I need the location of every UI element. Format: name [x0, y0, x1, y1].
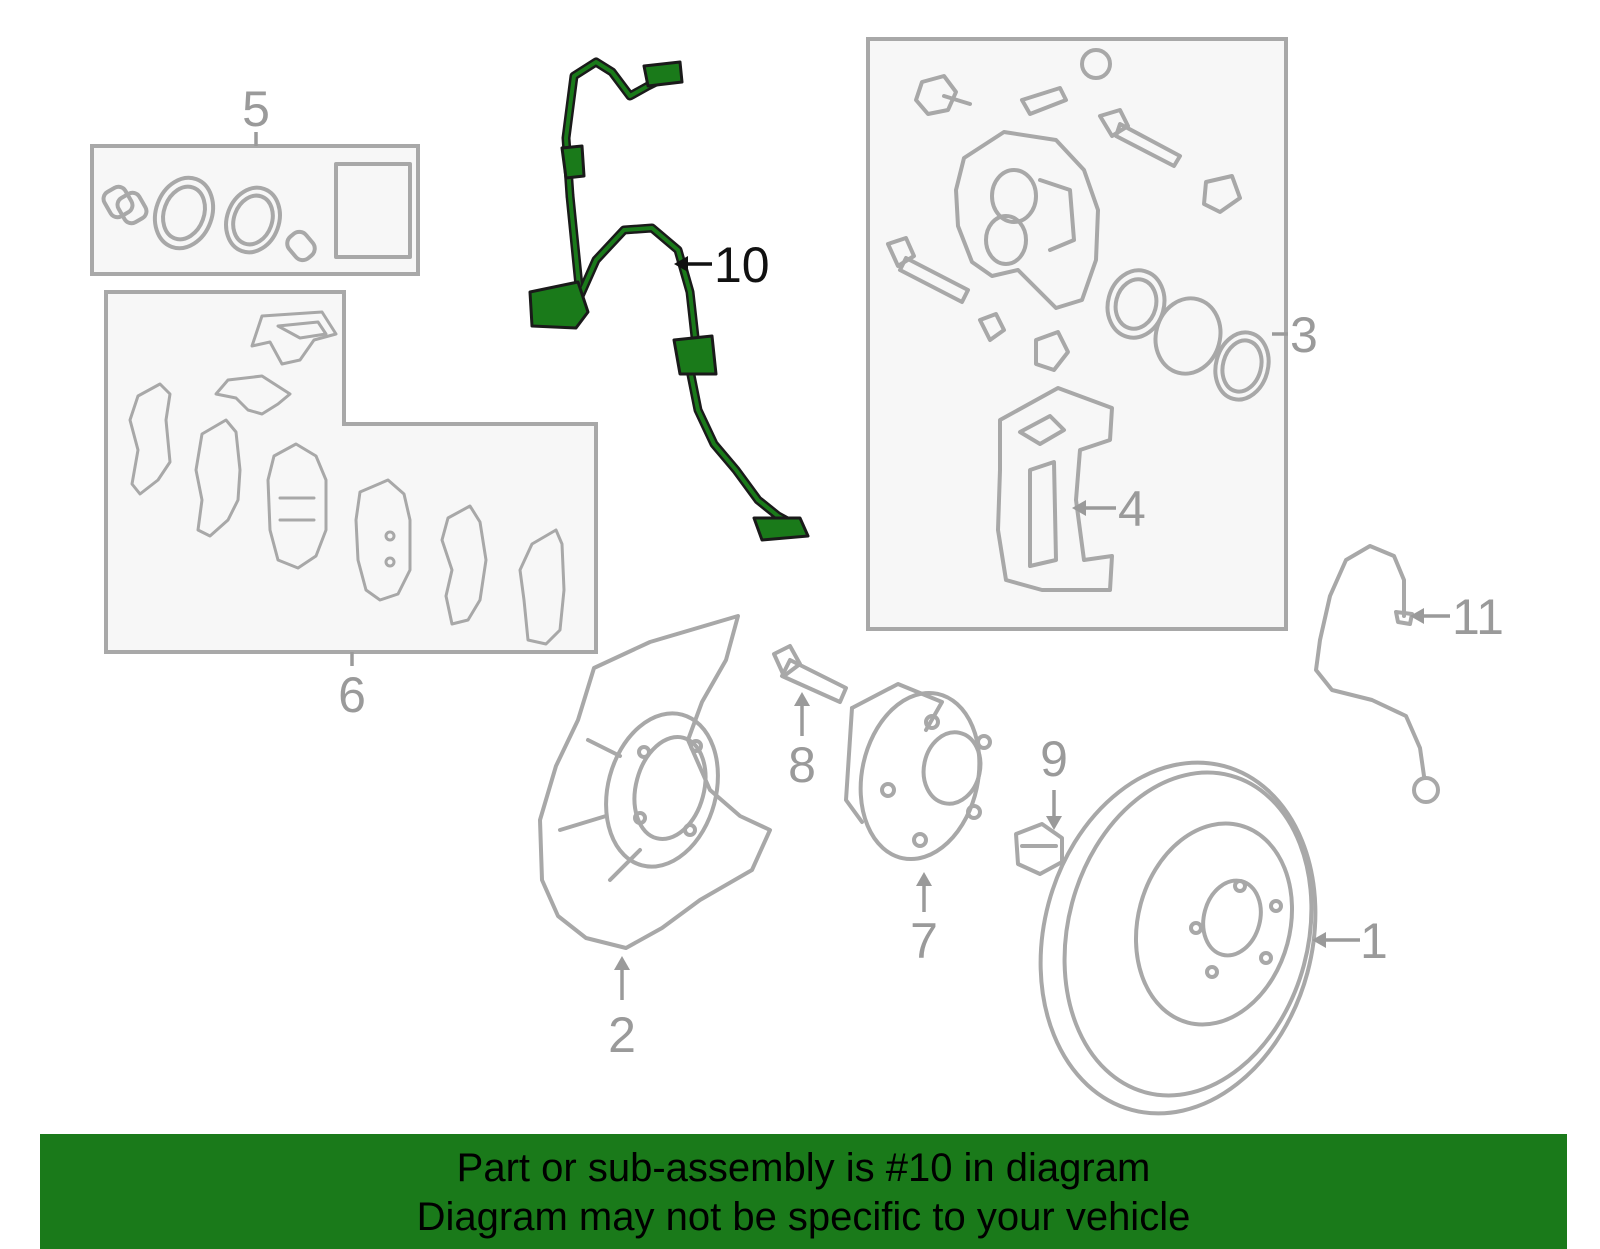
info-banner: Part or sub-assembly is #10 in diagram D… [40, 1134, 1567, 1249]
splash-shield [538, 614, 772, 950]
callout-10: 10 [714, 237, 770, 293]
wheel-stud [772, 644, 848, 704]
caliper-group [866, 37, 1288, 631]
wheel-hub [844, 682, 992, 862]
callout-9: 9 [1040, 731, 1068, 787]
callout-7: 7 [910, 913, 938, 969]
abs-sensor-highlighted [528, 57, 810, 542]
leader-lines [254, 132, 1450, 1000]
seal-kit-group [90, 144, 420, 276]
callout-6: 6 [338, 667, 366, 723]
hub-nut [1014, 822, 1064, 876]
banner-line-2: Diagram may not be specific to your vehi… [416, 1195, 1191, 1239]
callout-5: 5 [242, 81, 270, 137]
callout-3: 3 [1290, 307, 1318, 363]
callout-4: 4 [1118, 481, 1146, 537]
brake-rotor [1038, 760, 1318, 1116]
callout-labels: 1 2 3 4 5 6 7 8 9 10 11 [242, 81, 1504, 1063]
pad-kit-group [104, 290, 598, 654]
callout-11: 11 [1452, 589, 1504, 645]
brake-hose [1314, 544, 1440, 804]
banner-line-1: Part or sub-assembly is #10 in diagram [456, 1146, 1151, 1190]
callout-2: 2 [608, 1007, 636, 1063]
callout-8: 8 [788, 737, 816, 793]
callout-1: 1 [1360, 913, 1388, 969]
